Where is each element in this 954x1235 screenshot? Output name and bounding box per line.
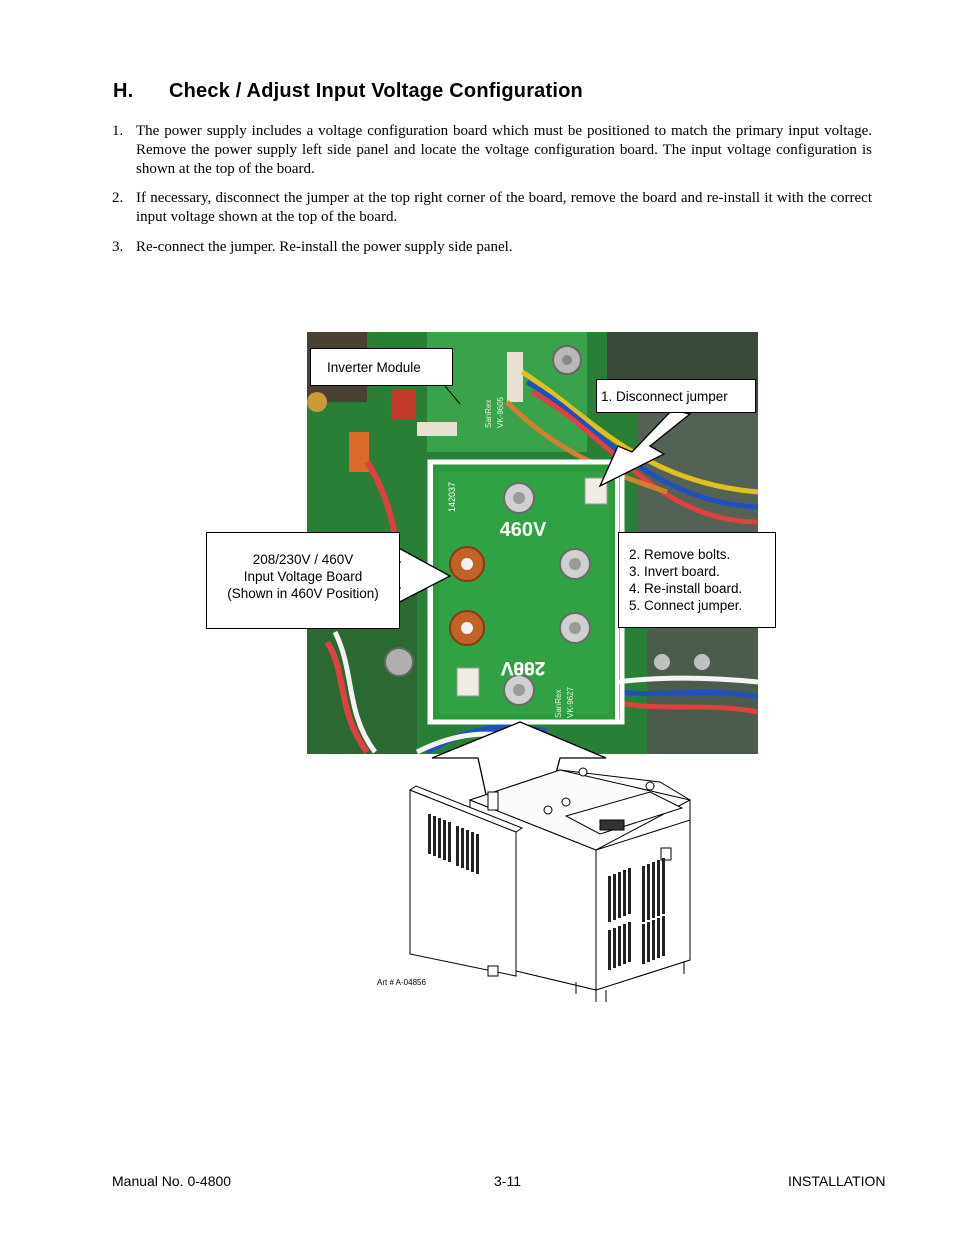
art-number: Art # A-04856 [377,978,426,987]
disconnect-jumper-label: 1. Disconnect jumper [601,389,728,404]
voltage-board-line: (Shown in 460V Position) [227,586,379,601]
section-heading: H. Check / Adjust Input Voltage Configura… [113,80,583,103]
footer-page-number: 3-11 [494,1173,521,1189]
board-step-line: 3. Invert board. [629,564,720,579]
board-highlight-frame [427,459,625,725]
board-step-line: 2. Remove bolts. [629,547,731,562]
board-steps-callout: 2. Remove bolts. 3. Invert board. 4. Re-… [618,532,776,628]
board-label-208v: 208V [500,657,545,678]
step-item: 1. The power supply includes a voltage c… [112,122,872,179]
step-text: Re-connect the jumper. Re-install the po… [136,239,513,255]
step-number: 2. [112,190,124,206]
footer-manual-number: Manual No. 0-4800 [112,1173,232,1189]
step-text: If necessary, disconnect the jumper at t… [136,190,872,225]
board-label-230v: 230V [500,657,545,678]
disconnect-jumper-callout: 1. Disconnect jumper [596,379,756,413]
voltage-board-line: Input Voltage Board [243,569,363,584]
inverter-module-label: Inverter Module [327,360,421,375]
board-step-line: 5. Connect jumper. [629,598,743,613]
board-part-number: 142037 [447,482,457,512]
side-panel-vents [428,814,479,874]
module-model-label: VK-9605 [496,396,505,428]
section-letter: H. [113,80,134,102]
section-title: Check / Adjust Input Voltage Configurati… [169,80,583,102]
board-model-label: VK-9627 [566,686,575,718]
inverter-module-callout: Inverter Module [310,348,453,386]
voltage-board-callout: 208/230V / 460V Input Voltage Board (Sho… [206,532,400,629]
cabinet-vents [608,858,665,970]
step-number: 3. [112,239,124,255]
board-label-460v: 460V [500,519,547,541]
module-maker-label: SanRex [484,400,493,428]
board-step-line: 4. Re-install board. [629,581,743,596]
side-panel-outline [408,785,524,977]
step-number: 1. [112,123,124,139]
jumper-callout-arrow [598,409,692,488]
step-text: The power supply includes a voltage conf… [136,123,872,177]
voltage-board-line: 208/230V / 460V [252,552,354,567]
footer-section-name: INSTALLATION [788,1173,886,1189]
step-item: 3. Re-connect the jumper. Re-install the… [112,238,872,257]
step-item: 2. If necessary, disconnect the jumper a… [112,189,872,227]
board-maker-label: SanRex [554,690,563,718]
